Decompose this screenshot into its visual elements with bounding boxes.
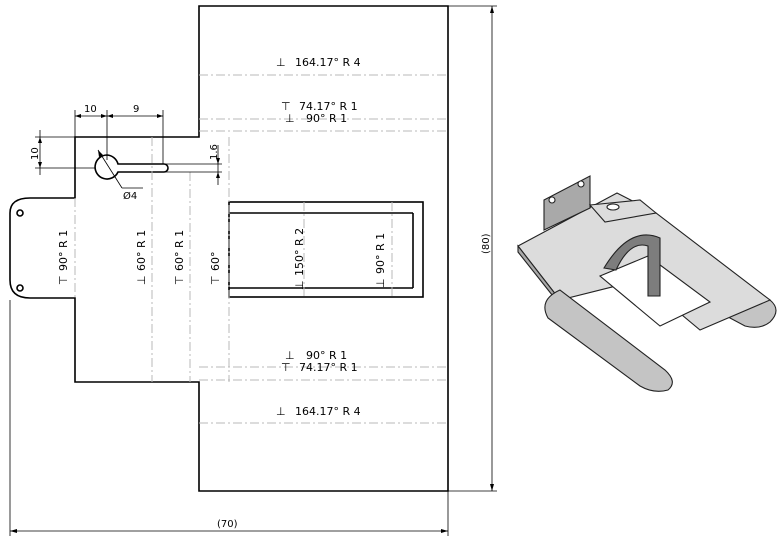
bend-label: 150° R 2 bbox=[293, 228, 306, 276]
tab-slot bbox=[606, 203, 620, 211]
dimension-overall-height: (80) bbox=[448, 5, 497, 492]
bend-sym: ⊤ bbox=[57, 275, 70, 285]
bend-annotations-vertical: ⊤ 90° R 1 ⊥ 60° R 1 ⊤ 60° R 1 ⊤ 60° ⊥ 15… bbox=[57, 228, 387, 290]
dimension-overall-width: (70) bbox=[9, 300, 449, 536]
side-flange bbox=[543, 175, 591, 231]
dim-1-6: 1.6 bbox=[209, 144, 220, 160]
bend-sym: ⊥ bbox=[374, 278, 387, 288]
dim-10-horizontal: 10 bbox=[84, 104, 97, 115]
dim-9: 9 bbox=[133, 104, 139, 115]
bend-lines bbox=[74, 74, 448, 424]
bend-label: 164.17° R 4 bbox=[295, 56, 361, 69]
dimension-top: 10 9 bbox=[74, 104, 164, 190]
bend-sym: ⊥ bbox=[285, 349, 295, 362]
raised-tab bbox=[588, 199, 658, 223]
dimension-diameter: Ø4 bbox=[97, 149, 143, 202]
dim-diameter: Ø4 bbox=[123, 190, 137, 202]
bend-label: 60° bbox=[209, 252, 222, 272]
bend-sym: ⊥ bbox=[276, 56, 286, 69]
bend-annotations-horizontal: ⊥ 164.17° R 4 ⊤ 74.17° R 1 ⊥ 90° R 1 ⊥ 9… bbox=[276, 56, 361, 418]
bend-label: 60° R 1 bbox=[135, 230, 148, 271]
keyhole-slot bbox=[94, 154, 169, 180]
bend-label: 90° R 1 bbox=[374, 233, 387, 274]
bend-label: 90° R 1 bbox=[306, 349, 347, 362]
tab-hole bbox=[16, 284, 24, 292]
dim-10-vertical: 10 bbox=[30, 147, 41, 160]
flange-hole bbox=[548, 196, 556, 204]
bend-label: 90° R 1 bbox=[57, 230, 70, 271]
bend-sym: ⊤ bbox=[281, 100, 291, 113]
front-roll bbox=[544, 289, 673, 392]
bend-sym: ⊥ bbox=[293, 280, 306, 290]
window-cutout bbox=[228, 201, 424, 298]
dimension-left: 10 bbox=[30, 130, 95, 175]
bend-sym: ⊤ bbox=[173, 275, 186, 285]
bend-label: 164.17° R 4 bbox=[295, 405, 361, 418]
bend-label: 60° R 1 bbox=[173, 230, 186, 271]
dim-70: (70) bbox=[217, 519, 238, 530]
dim-80: (80) bbox=[481, 233, 492, 254]
bend-sym: ⊥ bbox=[276, 405, 286, 418]
bend-sym: ⊥ bbox=[285, 112, 295, 125]
part-outline bbox=[9, 5, 449, 492]
spring-clip bbox=[603, 234, 661, 297]
bend-sym: ⊤ bbox=[209, 275, 222, 285]
isometric-part-view bbox=[517, 175, 777, 392]
bend-sym: ⊥ bbox=[135, 275, 148, 285]
bend-sym: ⊤ bbox=[281, 361, 291, 374]
bend-label: 90° R 1 bbox=[306, 112, 347, 125]
tab-hole bbox=[16, 209, 24, 217]
bend-label: 74.17° R 1 bbox=[299, 100, 358, 113]
bend-label: 74.17° R 1 bbox=[299, 361, 358, 374]
flange-hole bbox=[577, 180, 585, 188]
dimension-slot: 1.6 bbox=[164, 144, 222, 185]
